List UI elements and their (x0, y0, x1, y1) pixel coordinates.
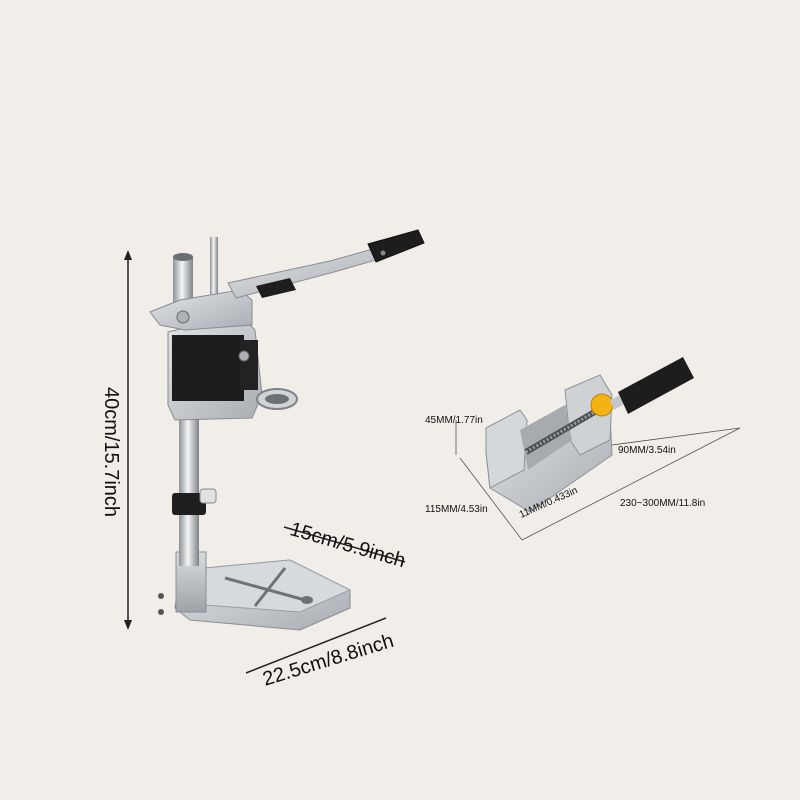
guide-rod (210, 237, 218, 307)
vise-dimension-line (521, 427, 741, 541)
foot-screw (158, 609, 164, 615)
vise-dimension-line (459, 457, 523, 541)
vise-overall-length-label: 230~300MM/11.8in (620, 498, 705, 509)
link-bolt (238, 350, 250, 362)
vise-yellow-knob (590, 393, 614, 417)
lever-link-bar (256, 278, 296, 298)
clamp-hole (265, 394, 289, 404)
vise-jaw-height-label: 45MM/1.77in (425, 415, 483, 426)
pivot-bolt (176, 310, 190, 324)
width-dimension-line (245, 617, 387, 674)
stand-column (179, 418, 199, 566)
drill-stand-illustration: 40cm/15.7inch 15cm/5.9inch 22.5cm/8.8inc… (100, 229, 425, 691)
carriage-side (240, 340, 258, 390)
lever-arm (227, 246, 384, 299)
base-slot (253, 567, 287, 607)
vise-illustration: 45MM/1.77in 90MM/3.54in 115MM/4.53in 11M… (425, 357, 741, 541)
depth-dimension-line (283, 526, 406, 563)
grip-rivet (380, 250, 386, 256)
vise-body-width-label: 115MM/4.53in (425, 504, 488, 515)
screw-thread (525, 408, 599, 454)
vise-handle-grip (618, 357, 694, 414)
vise-jaw-width-label: 90MM/3.54in (618, 445, 676, 456)
collar-knob (199, 488, 217, 504)
lever-grip (367, 229, 425, 263)
vise-fixed-jaw (485, 409, 528, 489)
stand-depth-label: 15cm/5.9inch (287, 518, 407, 572)
arrow-head (124, 250, 132, 260)
tube-opening (173, 253, 193, 261)
stand-width-label: 22.5cm/8.8inch (260, 630, 396, 691)
top-bracket (149, 289, 253, 331)
base-hole (301, 596, 313, 604)
carriage-black-block (172, 335, 244, 401)
base-slot (224, 576, 306, 602)
arrow-head (124, 620, 132, 630)
depth-stop-collar (172, 493, 206, 515)
stand-height-label: 40cm/15.7inch (100, 387, 122, 517)
foot-screw (158, 593, 164, 599)
